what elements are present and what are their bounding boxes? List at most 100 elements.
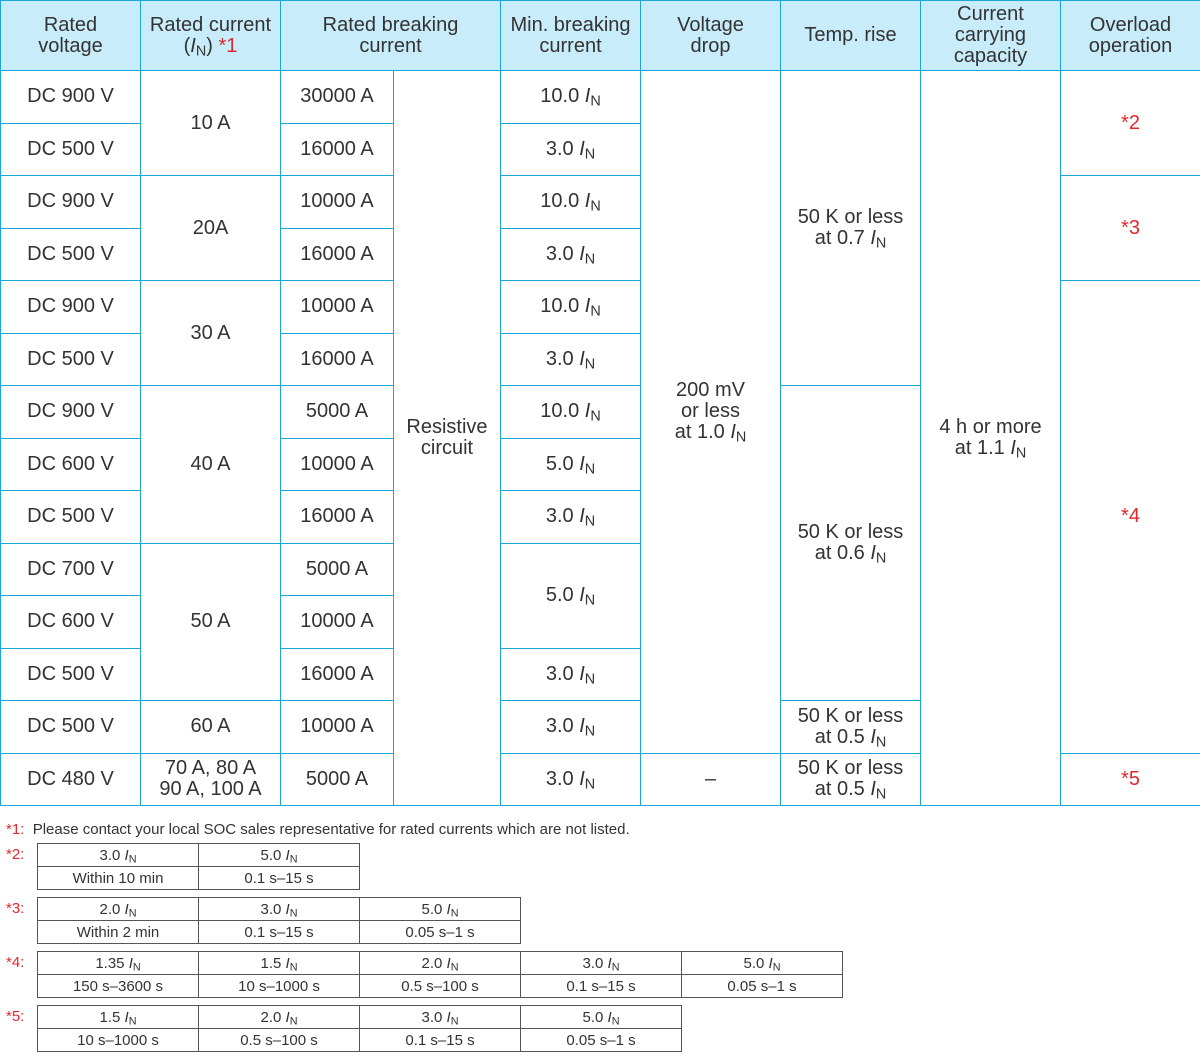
header-min-breaking: Min. breaking current [501, 1, 641, 71]
rated-voltage-cell: DC 500 V [1, 333, 141, 386]
breaking-current-cell: 16000 A [281, 491, 394, 544]
multiple-cell: 1.5 IN [38, 1006, 199, 1029]
min-breaking-cell: 10.0 IN [501, 176, 641, 229]
header-rated-current: Rated current(IN) *1 [141, 1, 281, 71]
multiple-cell: 3.0 IN [199, 898, 360, 921]
footnote-text: Please contact your local SOC sales repr… [33, 821, 630, 838]
rated-voltage-cell: DC 480 V [1, 753, 141, 806]
rated-current-cell: 20A [141, 176, 281, 281]
time-cell: Within 10 min [38, 867, 199, 890]
header-carrying-capacity: Current carrying capacity [921, 1, 1061, 71]
rated-voltage-cell: DC 900 V [1, 176, 141, 229]
footnote-label: *1: [6, 821, 24, 838]
rated-voltage-cell: DC 500 V [1, 701, 141, 754]
header-breaking-current: Rated breaking current [281, 1, 501, 71]
footnote-label: *3: [6, 900, 24, 918]
footnote-2: *2: 3.0 IN 5.0 IN Within 10 min 0.1 s–15… [6, 843, 1196, 897]
rated-voltage-cell: DC 600 V [1, 438, 141, 491]
time-cell: 0.1 s–15 s [521, 975, 682, 998]
min-breaking-cell: 3.0 IN [501, 228, 641, 281]
overload-time-table: 3.0 IN 5.0 IN Within 10 min 0.1 s–15 s [37, 843, 360, 890]
footnote-label: *5: [6, 1008, 24, 1026]
rated-voltage-cell: DC 500 V [1, 648, 141, 701]
overload-note-ref: *5 [1061, 753, 1200, 806]
multiple-cell: 3.0 IN [521, 952, 682, 975]
rated-voltage-cell: DC 500 V [1, 491, 141, 544]
multiple-cell: 3.0 IN [360, 1006, 521, 1029]
overload-note-ref: *4 [1061, 281, 1200, 754]
breaking-current-cell: 16000 A [281, 228, 394, 281]
footnotes: *1: Please contact your local SOC sales … [6, 818, 1196, 1059]
header-temp-rise: Temp. rise [781, 1, 921, 71]
multiple-cell: 5.0 IN [682, 952, 843, 975]
time-cell: 0.05 s–1 s [682, 975, 843, 998]
rated-voltage-cell: DC 600 V [1, 596, 141, 649]
footnote-3: *3: 2.0 IN 3.0 IN 5.0 IN Within 2 min 0.… [6, 897, 1196, 951]
overload-time-table: 1.35 IN 1.5 IN 2.0 IN 3.0 IN 5.0 IN 150 … [37, 951, 843, 998]
breaking-current-cell: 30000 A [281, 71, 394, 124]
rated-voltage-cell: DC 900 V [1, 386, 141, 439]
multiple-cell: 2.0 IN [360, 952, 521, 975]
rated-current-cell: 30 A [141, 281, 281, 386]
min-breaking-cell: 10.0 IN [501, 281, 641, 334]
time-cell: 0.1 s–15 s [199, 867, 360, 890]
rated-voltage-cell: DC 900 V [1, 281, 141, 334]
header-voltage-drop: Voltage drop [641, 1, 781, 71]
footnote-4: *4: 1.35 IN 1.5 IN 2.0 IN 3.0 IN 5.0 IN … [6, 951, 1196, 1005]
rated-voltage-cell: DC 700 V [1, 543, 141, 596]
rated-current-cell: 50 A [141, 543, 281, 701]
breaking-current-cell: 10000 A [281, 701, 394, 754]
rated-current-cell: 40 A [141, 386, 281, 544]
multiple-cell: 5.0 IN [199, 844, 360, 867]
min-breaking-cell: 3.0 IN [501, 701, 641, 754]
footnote-1: *1: Please contact your local SOC sales … [6, 821, 1196, 843]
breaking-current-cell: 16000 A [281, 333, 394, 386]
time-cell: Within 2 min [38, 921, 199, 944]
header-overload: Overload operation [1061, 1, 1200, 71]
breaking-current-cell: 5000 A [281, 753, 394, 806]
footnote-label: *2: [6, 846, 24, 864]
fuse-spec-table: Rated voltage Rated current(IN) *1 Rated… [0, 0, 1200, 806]
time-cell: 0.05 s–1 s [521, 1029, 682, 1052]
min-breaking-cell: 10.0 IN [501, 386, 641, 439]
min-breaking-cell: 3.0 IN [501, 491, 641, 544]
min-breaking-cell: 3.0 IN [501, 123, 641, 176]
rated-voltage-cell: DC 900 V [1, 71, 141, 124]
rated-voltage-cell: DC 500 V [1, 228, 141, 281]
breaking-current-cell: 16000 A [281, 123, 394, 176]
overload-time-table: 1.5 IN 2.0 IN 3.0 IN 5.0 IN 10 s–1000 s … [37, 1005, 682, 1052]
header-row: Rated voltage Rated current(IN) *1 Rated… [1, 1, 1200, 71]
overload-note-ref: *3 [1061, 176, 1200, 281]
time-cell: 10 s–1000 s [38, 1029, 199, 1052]
rated-current-cell: 10 A [141, 71, 281, 176]
rated-voltage-cell: DC 500 V [1, 123, 141, 176]
multiple-cell: 5.0 IN [521, 1006, 682, 1029]
breaking-current-cell: 10000 A [281, 596, 394, 649]
footnote-5: *5: 1.5 IN 2.0 IN 3.0 IN 5.0 IN 10 s–100… [6, 1005, 1196, 1059]
overload-note-ref: *2 [1061, 71, 1200, 176]
multiple-cell: 2.0 IN [199, 1006, 360, 1029]
header-rated-voltage: Rated voltage [1, 1, 141, 71]
time-cell: 0.1 s–15 s [360, 1029, 521, 1052]
breaking-current-cell: 5000 A [281, 386, 394, 439]
multiple-cell: 2.0 IN [38, 898, 199, 921]
min-breaking-cell: 5.0 IN [501, 543, 641, 648]
time-cell: 0.05 s–1 s [360, 921, 521, 944]
time-cell: 10 s–1000 s [199, 975, 360, 998]
footnote-label: *4: [6, 954, 24, 972]
breaking-current-cell: 10000 A [281, 176, 394, 229]
multiple-cell: 1.5 IN [199, 952, 360, 975]
breaking-current-cell: 16000 A [281, 648, 394, 701]
time-cell: 0.5 s–100 s [360, 975, 521, 998]
min-breaking-cell: 3.0 IN [501, 753, 641, 806]
note-ref-1: *1 [218, 35, 237, 57]
min-breaking-cell: 3.0 IN [501, 648, 641, 701]
